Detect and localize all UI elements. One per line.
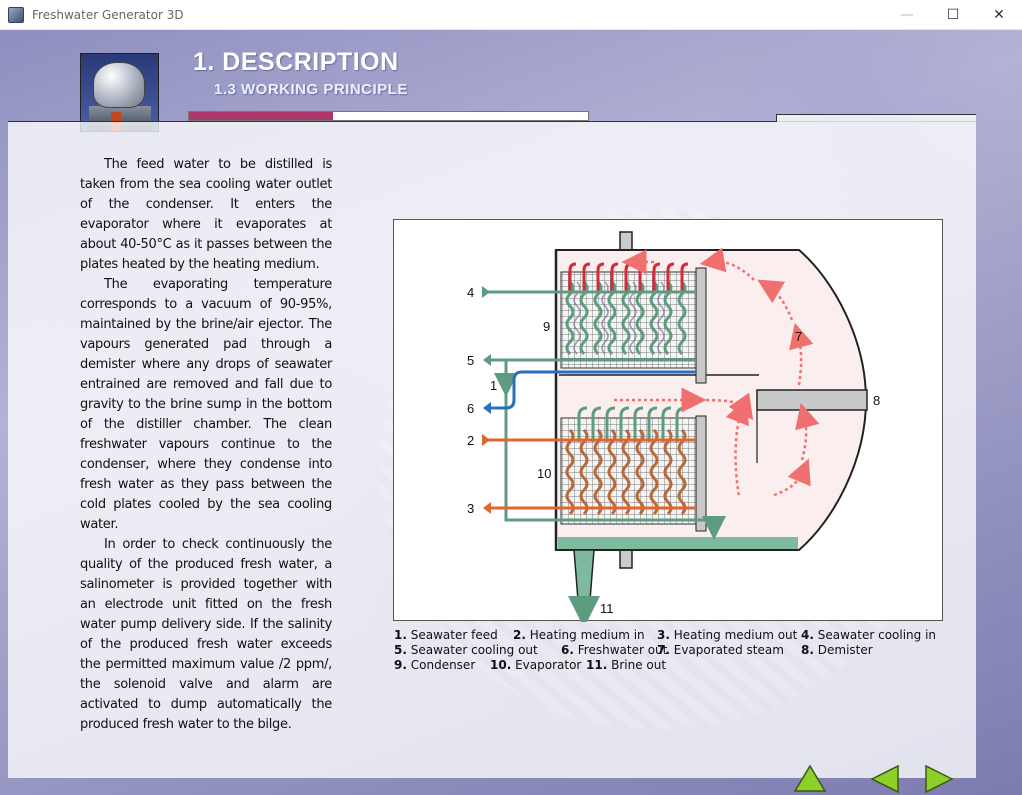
diagram-svg: 4 5 1 6 2 3 9 10 7 8 11 <box>467 231 880 628</box>
paragraph-3: In order to check continuously the quali… <box>80 537 332 732</box>
maximize-button[interactable]: ☐ <box>930 0 976 30</box>
legend-row-2: 5. Seawater cooling out 6. Freshwater ou… <box>394 643 954 658</box>
minimize-button[interactable]: — <box>884 0 930 30</box>
paragraph-1: The feed water to be distilled is taken … <box>80 157 332 272</box>
diagram-label-7: 7 <box>795 329 802 344</box>
diagram-legend: 1. Seawater feed 2. Heating medium in 3.… <box>394 628 954 673</box>
legend-item: 6. Freshwater out <box>561 643 668 657</box>
demister <box>756 389 868 463</box>
chapter-progress-fill <box>189 112 333 120</box>
next-button[interactable] <box>920 764 956 794</box>
description-text: The feed water to be distilled is taken … <box>80 155 332 735</box>
diagram-label-9: 9 <box>543 319 550 334</box>
pipe-1-seawater-feed <box>494 360 726 540</box>
diagram-label-8: 8 <box>873 393 880 408</box>
close-icon: ✕ <box>993 7 1005 23</box>
pipe-2-heating-in <box>482 434 696 446</box>
legend-item: 9. Condenser <box>394 658 476 672</box>
page-title: 1. DESCRIPTION <box>193 48 399 76</box>
evaporator-plates <box>560 406 707 532</box>
paragraph-2: The evaporating temperature corresponds … <box>80 277 332 532</box>
legend-item: 4. Seawater cooling in <box>801 628 937 642</box>
diagram-label-2: 2 <box>467 433 474 448</box>
maximize-icon: ☐ <box>946 7 960 23</box>
window-titlebar: Freshwater Generator 3D — ☐ ✕ <box>0 0 1022 30</box>
legend-row-3: 9. Condenser 10. Evaporator 11. Brine ou… <box>394 658 954 673</box>
thumbnail-dome <box>93 62 145 108</box>
pipe-3-heating-out <box>483 502 696 514</box>
up-arrow-icon <box>793 764 827 792</box>
legend-item: 7. Evaporated steam <box>657 643 784 657</box>
previous-button[interactable] <box>868 764 904 794</box>
legend-item: 1. Seawater feed <box>394 628 498 642</box>
app-icon <box>8 7 24 23</box>
panel-top-tab <box>776 114 976 122</box>
window-title: Freshwater Generator 3D <box>32 8 184 22</box>
pipe-6-freshwater-out <box>483 370 696 414</box>
pipe-5-seawater-cooling-out <box>483 354 696 366</box>
diagram-label-3: 3 <box>467 501 474 516</box>
diagram-label-1: 1 <box>490 378 497 393</box>
close-button[interactable]: ✕ <box>976 0 1022 30</box>
up-button[interactable] <box>792 764 828 794</box>
page-subtitle: 1.3 WORKING PRINCIPLE <box>214 81 408 98</box>
legend-item: 10. Evaporator <box>490 658 582 672</box>
diagram-label-4: 4 <box>467 285 474 300</box>
pipe-4-seawater-cooling-in <box>482 286 696 298</box>
condenser-plates <box>560 262 707 384</box>
legend-item: 11. Brine out <box>586 658 667 672</box>
legend-item: 2. Heating medium in <box>513 628 645 642</box>
steam-flow-arrows <box>614 247 820 497</box>
legend-row-1: 1. Seawater feed 2. Heating medium in 3.… <box>394 628 954 643</box>
diagram-label-10: 10 <box>537 466 551 481</box>
diagram-label-6: 6 <box>467 401 474 416</box>
working-principle-diagram: 4 5 1 6 2 3 9 10 7 8 11 <box>393 219 943 628</box>
minimize-icon: — <box>900 7 914 23</box>
chapter-progress-bar <box>188 111 589 121</box>
previous-arrow-icon <box>870 764 899 794</box>
next-arrow-icon <box>925 764 954 794</box>
legend-item: 5. Seawater cooling out <box>394 643 538 657</box>
legend-item: 3. Heating medium out <box>657 628 798 642</box>
diagram-label-5: 5 <box>467 353 474 368</box>
legend-item: 8. Demister <box>801 643 873 657</box>
diagram-label-11: 11 <box>600 601 614 616</box>
